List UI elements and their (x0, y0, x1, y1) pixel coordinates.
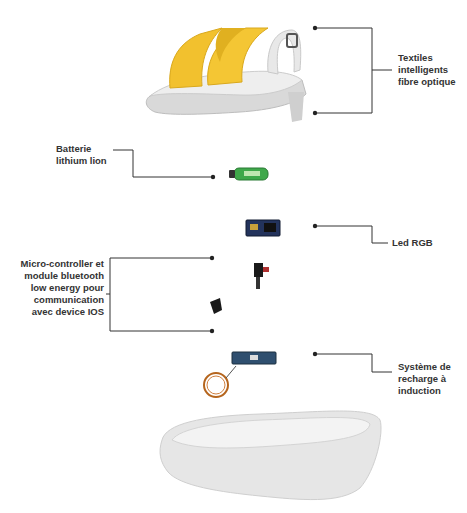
leader-dot (313, 352, 317, 356)
callout-label: Textiles intelligents fibre optique (398, 52, 464, 88)
leader-line (315, 354, 392, 372)
leader-line (315, 28, 392, 113)
front-strap (208, 28, 268, 85)
leader-dot (210, 256, 214, 260)
strap-shade (216, 28, 246, 62)
battery (234, 168, 268, 180)
battery-label (244, 171, 260, 176)
micro-pin (256, 277, 260, 289)
coil-wire (226, 366, 236, 378)
charger-chip (250, 355, 258, 360)
callout-label: Micro-controller et module bluetooth low… (20, 258, 104, 318)
leader-line (106, 258, 212, 331)
leader-line (315, 226, 388, 243)
leader-dot (211, 175, 215, 179)
buckle (287, 34, 297, 47)
battery-terminal (229, 170, 235, 178)
induction-coil (204, 373, 228, 397)
micro-controller (254, 263, 263, 277)
micro-part (263, 267, 269, 272)
led-chip (250, 224, 258, 230)
leader-lines (106, 28, 392, 372)
sole-cavity (172, 418, 370, 449)
leader-dot (313, 111, 317, 115)
induction-coil (207, 376, 225, 394)
sole-base (160, 411, 381, 500)
leader-dot (313, 26, 317, 30)
callout-label: Système de recharge à induction (398, 361, 460, 397)
callout-label: Batterie lithium lion (56, 143, 118, 167)
charger-board (232, 352, 276, 364)
bluetooth-module (210, 298, 222, 314)
led-board (246, 220, 280, 236)
leader-dot (313, 224, 317, 228)
ankle-strap (268, 30, 301, 74)
sandal-heel (288, 92, 304, 122)
leader-line (113, 150, 213, 177)
led-chip (264, 223, 276, 232)
leader-dot (210, 329, 214, 333)
callout-label: Led RGB (392, 237, 462, 249)
leader-dots (210, 26, 317, 356)
